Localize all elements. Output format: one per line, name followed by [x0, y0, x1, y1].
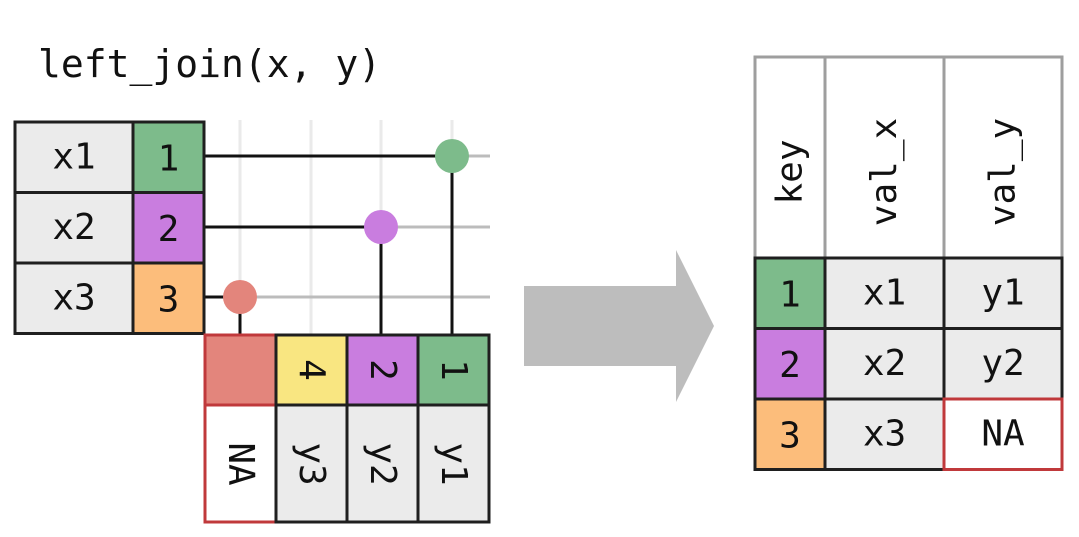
result-header-cell [823, 55, 946, 260]
match-dot [364, 210, 398, 244]
result-valx-cell [823, 397, 946, 471]
y-value-label: y2 [362, 442, 403, 485]
diagram-title: left_join(x, y) [38, 42, 381, 87]
result-key-label: 1 [779, 275, 801, 316]
match-dot [223, 280, 257, 314]
result-key-cell [753, 327, 827, 401]
y-key-label: 2 [362, 359, 403, 381]
join-connectors [204, 120, 490, 335]
match-dot [435, 139, 469, 173]
result-header-val_y: val_y [983, 118, 1024, 226]
x-key-label: 3 [158, 280, 180, 321]
y-value-label-na: NA [220, 442, 261, 486]
result-header-key: key [770, 139, 811, 204]
y-value-cell [416, 403, 491, 524]
result-table: key val_x val_y 1 x1 y1 2 x2 y2 3 x3 NA [753, 55, 1064, 471]
x-key-label: 2 [158, 209, 180, 250]
x-key-label: 1 [158, 139, 180, 180]
x-key-cell [131, 261, 206, 335]
result-valx-cell [823, 256, 946, 330]
result-valy-label-na: NA [981, 414, 1025, 455]
x-table: x1 1 x2 2 x3 3 [13, 120, 206, 335]
y-value-label: y3 [291, 442, 332, 485]
result-header-cell [942, 55, 1064, 260]
y-key-label: 1 [433, 359, 474, 381]
x-value-label: x2 [52, 207, 95, 248]
result-valx-label: x1 [863, 273, 906, 314]
result-header-cell [753, 55, 827, 260]
result-valx-label: x3 [863, 414, 906, 455]
result-key-cell [753, 256, 827, 330]
x-value-cell [13, 261, 135, 335]
result-valy-cell-na [942, 397, 1064, 471]
y-table: NA 4 y3 2 y2 1 y1 [203, 333, 491, 524]
result-valx-label: x2 [863, 343, 906, 384]
result-key-label: 2 [779, 345, 801, 386]
y-value-label: y1 [433, 442, 474, 485]
y-key-label: 4 [291, 359, 332, 381]
y-value-cell [274, 403, 349, 524]
y-key-cell-na [203, 333, 278, 407]
right-arrow-icon [524, 250, 714, 402]
result-header-val_x: val_x [864, 118, 905, 226]
result-valy-label: y2 [981, 343, 1024, 384]
x-value-cell [13, 191, 135, 265]
x-value-label: x3 [52, 278, 95, 319]
y-value-cell-na [203, 403, 278, 524]
result-valy-label: y1 [981, 273, 1024, 314]
x-value-label: x1 [52, 137, 95, 178]
result-valy-cell [942, 256, 1064, 330]
y-value-cell [345, 403, 420, 524]
result-key-label: 3 [779, 416, 801, 457]
